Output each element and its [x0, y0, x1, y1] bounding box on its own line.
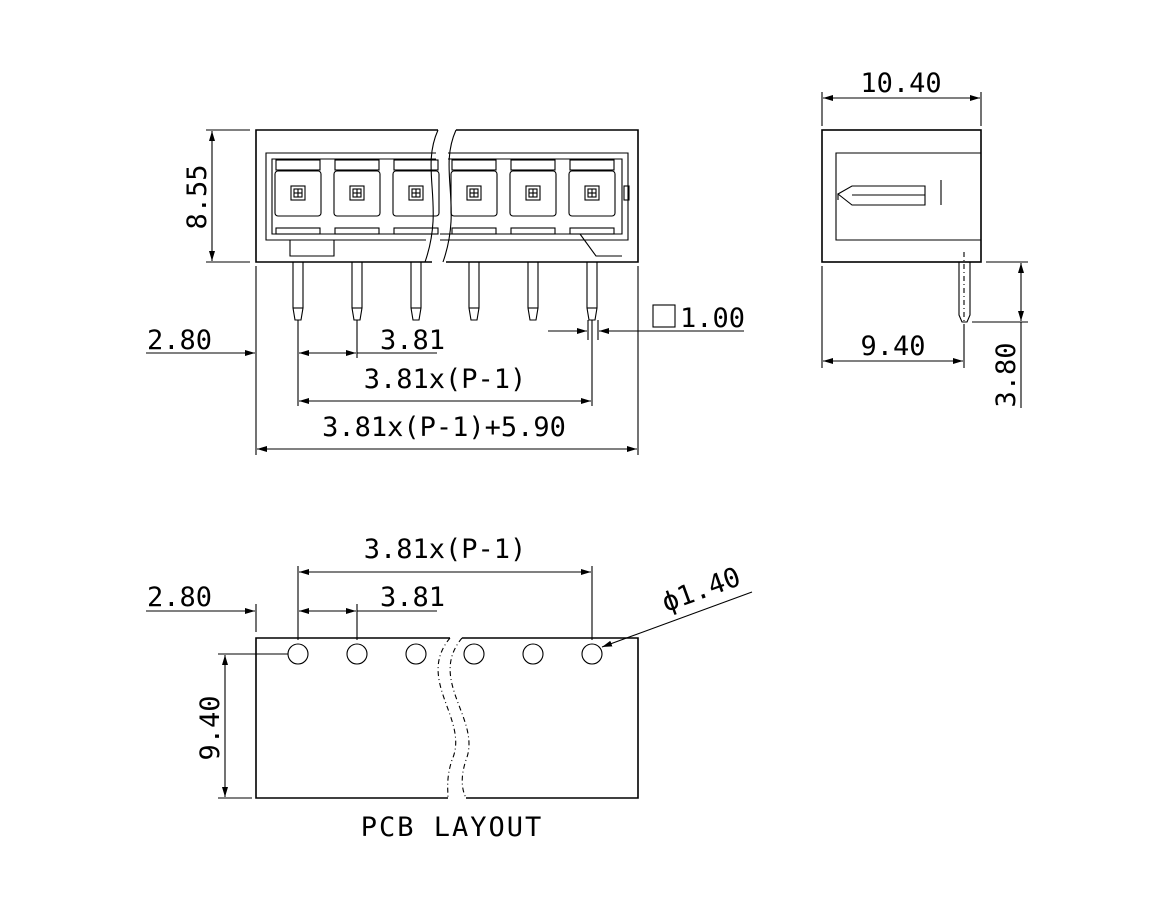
pcb-hole	[287, 643, 309, 665]
terminal-screw-outer	[290, 185, 306, 201]
side-view: 10.40 9.40 3.80	[821, 68, 1028, 408]
square-symbol	[652, 304, 676, 328]
front-pins	[292, 262, 598, 321]
pcb-hole	[522, 643, 544, 665]
terminal-cell	[509, 170, 557, 217]
terminal-cell	[568, 170, 616, 217]
dim-pcb-offset: 2.80	[147, 582, 212, 613]
terminal-top-tab	[451, 159, 497, 171]
side-body-outline	[821, 129, 982, 263]
pcb-layout-label: PCB LAYOUT	[361, 812, 544, 843]
terminal-screw-outer	[349, 185, 365, 201]
terminal-top-tab	[510, 159, 556, 171]
dim-pcb-pitch: 3.81	[380, 582, 445, 613]
terminal-cell	[450, 170, 498, 217]
terminal-bottom-tab	[569, 227, 615, 235]
dim-pin-square: 1.00	[680, 303, 745, 334]
terminal-screw-outer	[466, 185, 482, 201]
dim-front-offset: 2.80	[147, 325, 212, 356]
terminal-cell	[274, 170, 322, 217]
pcb-break-line	[437, 637, 457, 799]
side-inner-profile	[835, 152, 981, 241]
front-side-clip	[623, 185, 630, 201]
front-latch-left	[289, 240, 335, 257]
front-body-outline	[255, 129, 639, 263]
pin	[586, 262, 598, 321]
dim-side-width: 10.40	[860, 68, 941, 99]
terminal-top-tab	[569, 159, 615, 171]
terminal-bottom-tab	[451, 227, 497, 235]
pin	[410, 262, 422, 321]
dim-pcb-span: 3.81x(P-1)	[364, 534, 527, 565]
leader-line	[601, 591, 753, 648]
front-view: 8.55 2.80 3.81 1.00 3.81x(P-1) 3.81x(P-1…	[146, 129, 745, 455]
pcb-hole	[405, 643, 427, 665]
pcb-layout-view: 3.81x(P-1) 2.80 3.81 ϕ1.40 9.40 PCB LAYO…	[146, 534, 753, 843]
pin	[527, 262, 539, 321]
dim-front-height: 8.55	[182, 164, 213, 229]
terminal-cell	[333, 170, 381, 217]
pin	[351, 262, 363, 321]
pin	[468, 262, 480, 321]
terminal-bottom-tab	[393, 227, 439, 235]
terminal-top-tab	[334, 159, 380, 171]
dim-front-pitch: 3.81	[380, 325, 445, 356]
side-pin	[958, 262, 971, 323]
pin	[292, 262, 304, 321]
dim-front-overall: 3.81x(P-1)+5.90	[322, 412, 566, 443]
pcb-break-line-2	[449, 637, 470, 799]
pcb-outline	[255, 637, 639, 799]
front-break-line	[424, 129, 457, 263]
terminal-cell	[392, 170, 440, 217]
terminal-screw-outer	[525, 185, 541, 201]
dim-pcb-height: 9.40	[195, 695, 226, 760]
front-terminal-cells	[274, 159, 616, 235]
pcb-hole	[463, 643, 485, 665]
terminal-top-tab	[393, 159, 439, 171]
pcb-hole	[346, 643, 368, 665]
dim-side-pin-length: 3.80	[991, 342, 1022, 407]
dim-side-pin-offset: 9.40	[860, 331, 925, 362]
terminal-bottom-tab	[510, 227, 556, 235]
terminal-top-tab	[275, 159, 321, 171]
front-latch-right	[579, 233, 622, 257]
pcb-holes	[287, 643, 603, 665]
terminal-screw-outer	[584, 185, 600, 201]
front-inner-housing	[265, 152, 629, 241]
terminal-bottom-tab	[275, 227, 321, 235]
dim-front-span: 3.81x(P-1)	[364, 364, 527, 395]
terminal-screw-outer	[408, 185, 424, 201]
pcb-hole	[581, 643, 603, 665]
terminal-bottom-tab	[334, 227, 380, 235]
